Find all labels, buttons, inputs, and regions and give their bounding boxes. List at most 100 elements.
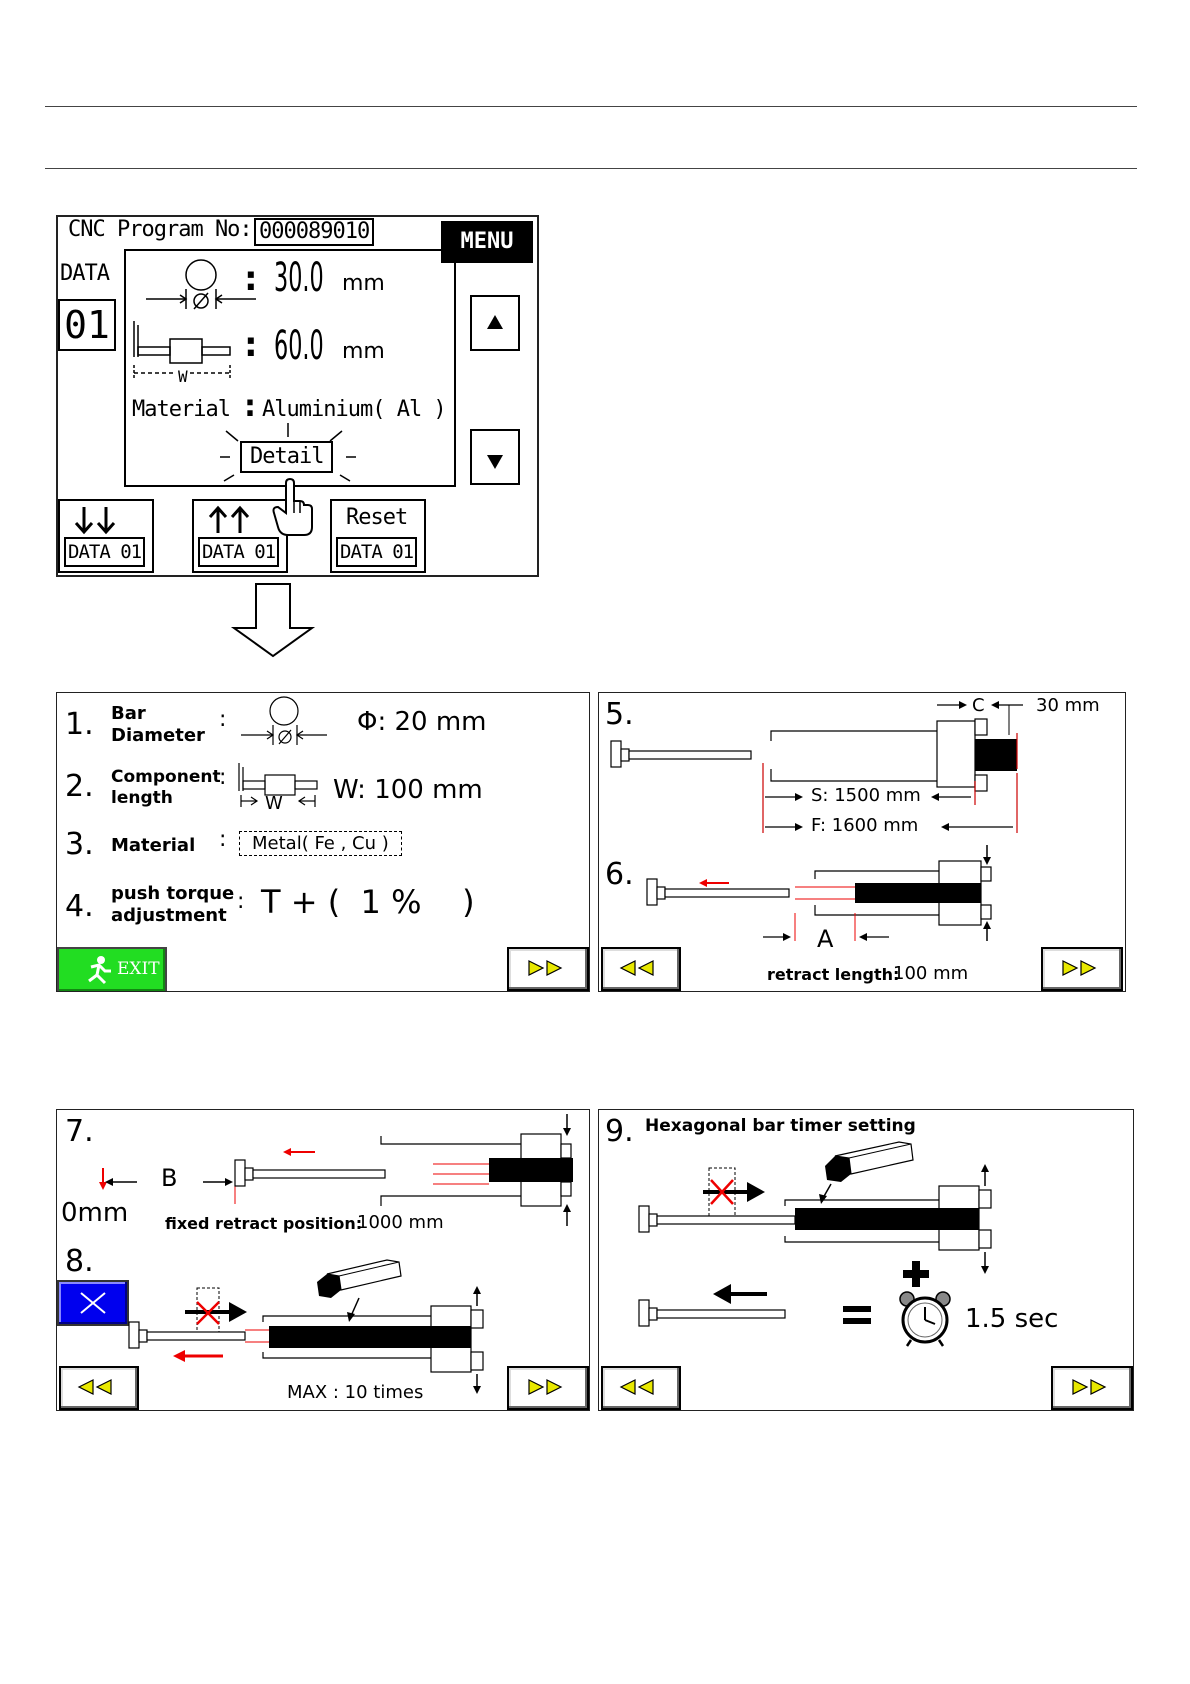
retract-value: 100 mm [893,963,969,984]
item-1-label: Bar Diameter [111,703,205,746]
zero-label: 0mm [61,1198,129,1228]
retract-diagram-6 [646,845,992,941]
fast-forward-icon [1072,1379,1107,1395]
item-6-number: 6. [605,857,634,892]
retract-label: retract length: [767,965,900,984]
prev-button-4[interactable] [601,1366,681,1410]
item-3-value: Metal( Fe , Cu ) [239,831,402,856]
item-9-title: Hexagonal bar timer setting [645,1116,916,1136]
scroll-up-button[interactable] [470,295,520,351]
length-value: 60.0 [274,323,324,369]
bar-feed-diagram-5 [610,701,1023,833]
c-value: 30 mm [1036,695,1100,716]
timer-value: 1.5 sec [965,1304,1059,1334]
hex-bar-timer-diagram [638,1141,992,1327]
exit-label: EXIT [117,959,160,979]
w-label-small: W [265,793,283,814]
detail-panel-3: 7. B 0mm fixed retract position: 1000 mm… [56,1109,590,1411]
alarm-clock-icon [899,1291,951,1347]
length-colon: : [244,325,258,365]
double-arrow-up-icon [208,505,250,533]
w-label: W [176,367,190,386]
arrow-down-outline-icon [230,583,316,658]
detail-panel-2: 5. C 30 mm S: 1500 mm F: 1600 mm 6. [598,692,1126,992]
close-icon [80,1292,106,1314]
max-label: MAX : 10 times [287,1382,424,1403]
component-length-icon-small [238,763,318,807]
next-button-2[interactable] [1041,947,1123,991]
detail-button[interactable]: Detail [240,441,334,473]
item-2-number: 2. [65,769,94,804]
next-button-1[interactable] [507,947,589,991]
bar-diameter-icon-small [241,696,327,745]
reset-label: Reset [346,505,408,530]
menu-button[interactable]: MENU [441,221,533,263]
diameter-value: 30.0 [274,255,324,301]
rewind-icon [619,960,654,976]
material-label: Material [132,397,231,422]
item-2-value: W: 100 mm [333,775,483,805]
program-number-field[interactable]: 000089010 [254,218,375,246]
rewind-icon [619,1379,654,1395]
header-rule-top [45,106,1137,107]
item-8-number: 8. [65,1244,94,1279]
next-button-4[interactable] [1051,1366,1133,1410]
rewind-icon [77,1379,112,1395]
item-5-number: 5. [605,697,634,732]
item-3-label: Material [111,835,196,856]
fast-forward-icon [1062,960,1097,976]
cancel-button[interactable] [57,1280,129,1326]
c-label: C [972,695,985,716]
prev-button-2[interactable] [601,947,681,991]
data-down-button[interactable]: DATA 01 [58,499,154,573]
prev-button-3[interactable] [59,1366,139,1410]
program-label: CNC Program No: [68,217,253,242]
fixed-retract-value: 1000 mm [357,1212,444,1233]
reset-data-label: DATA 01 [336,537,418,567]
double-arrow-down-icon [74,507,116,535]
diameter-colon: : [244,259,258,299]
triangle-up-icon [487,315,503,329]
a-label: A [817,925,834,953]
exit-person-icon [88,956,111,985]
data-number: 01 [64,303,110,347]
next-button-3[interactable] [507,1366,589,1410]
fixed-retract-diagram-7 [99,1114,573,1226]
reset-data-button[interactable]: Reset DATA 01 [330,499,426,573]
hex-bar-push-diagram-8 [128,1259,484,1394]
item-1-colon: : [219,707,227,732]
material-value: Aluminium( Al ) [262,397,447,422]
material-colon: : [244,389,256,424]
length-unit: mm [342,339,385,364]
item-4-number: 4. [65,889,94,924]
item-4-label: push torque adjustment [111,883,235,926]
fast-forward-icon [528,960,563,976]
item-2-label: Component length [111,767,221,808]
main-screen: CNC Program No: 000089010 MENU DATA 01 :… [56,215,539,577]
b-label: B [161,1164,178,1192]
fixed-retract-label: fixed retract position: [165,1214,363,1233]
data-up-label: DATA 01 [198,537,280,567]
triangle-down-icon [487,455,503,469]
data-area: : 30.0 mm W : 60.0 mm Material : Alumini… [124,249,456,487]
data-down-label: DATA 01 [64,537,146,567]
exit-button[interactable]: EXIT [57,947,167,991]
scroll-down-button[interactable] [470,429,520,485]
detail-panel-4: 9. Hexagonal bar timer setting [598,1109,1134,1411]
header-rule-bottom [45,168,1137,169]
item-4-colon: : [237,889,245,914]
item-9-number: 9. [605,1114,634,1149]
s-value: S: 1500 mm [811,785,921,806]
pointing-hand-icon [272,477,313,536]
menu-button-label: MENU [460,229,514,254]
click-burst-icon [220,423,356,482]
item-7-number: 7. [65,1114,94,1149]
fast-forward-icon [528,1379,563,1395]
item-3-number: 3. [65,827,94,862]
item-1-number: 1. [65,707,94,742]
data-up-button[interactable]: DATA 01 [192,499,288,573]
data-number-field[interactable]: 01 [58,299,116,351]
component-length-icon [133,321,231,379]
bar-diameter-icon [146,259,256,310]
item-3-colon: : [219,827,227,852]
